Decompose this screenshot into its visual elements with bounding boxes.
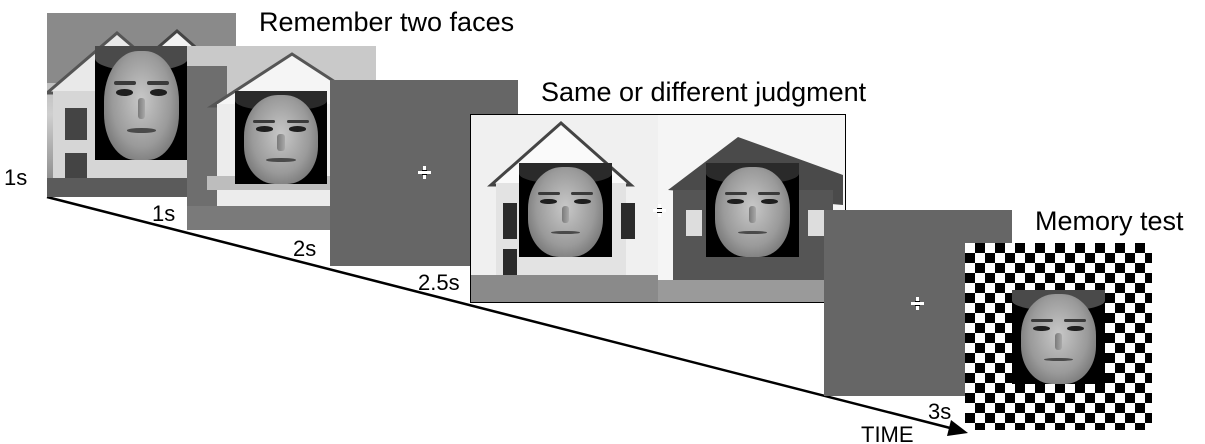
heading-memory-test: Memory test [1035,206,1184,236]
timing-label-delay: 2s [293,236,317,261]
time-axis-label: TIME [861,422,914,444]
timing-label-second-delay: 3s [928,399,952,424]
timing-label-second-face: 1s [152,201,176,226]
memory-test-stimulus [965,243,1152,430]
timing-label-first-face: 1s [4,165,28,190]
face-photo [235,91,327,184]
fixation-cross-icon [911,297,924,310]
heading-same-or-different-judgment: Same or different judgment [541,77,867,107]
face-photo-right [706,163,799,257]
fixation-cross-icon [418,166,431,179]
face-photo-left [519,163,612,257]
fixation-cross-icon [653,204,666,217]
heading-remember-two-faces: Remember two faces [259,7,515,37]
face-photo [1012,290,1105,384]
face-photo [95,46,188,160]
judgment-stimulus-pair [470,114,846,303]
timing-label-judgment: 2.5s [418,270,460,295]
